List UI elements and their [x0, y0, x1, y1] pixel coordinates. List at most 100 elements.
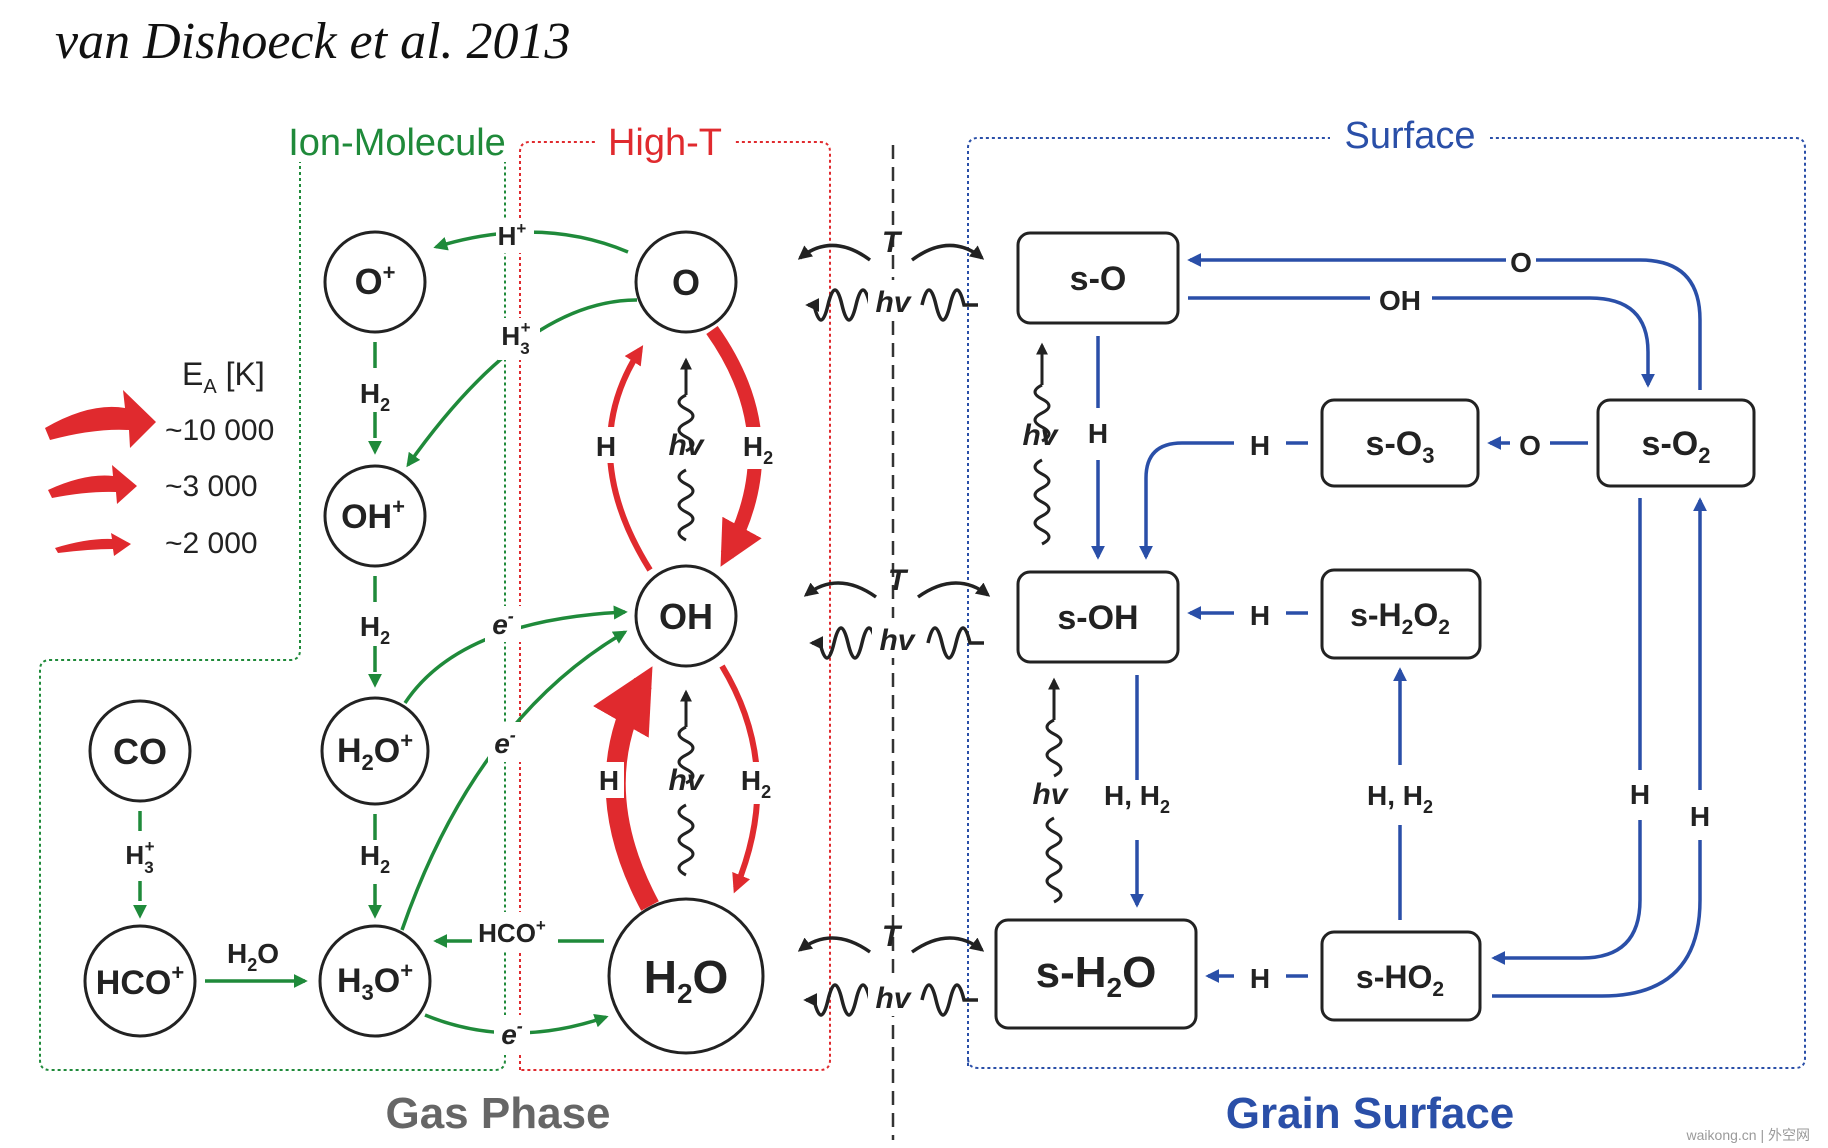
oh-plus-node [323, 464, 427, 568]
arrow-s-o3-to-s-oh [1139, 441, 1234, 560]
s-o-label: s-O [1070, 260, 1127, 298]
adsorb-h2o-arrow-right [910, 936, 985, 954]
oh-label-s-o-to-s-o2: OH [1379, 285, 1421, 316]
legend-title: EA [K] [182, 356, 265, 398]
arrow-s-o2-to-s-o [1190, 260, 1702, 390]
desorb-oh-wave-right [926, 626, 984, 660]
legend-entry-10000: ~10 000 [165, 414, 274, 447]
t-label-o: T [882, 226, 903, 259]
h2-label-high-t-1: H2 [743, 431, 773, 468]
h-h2-label-s-oh-to-s-h2o: H, H2 [1104, 780, 1170, 817]
s-h2o2-label: s-H2O2 [1350, 597, 1450, 639]
s-o3-node [1320, 398, 1480, 488]
legend-entry-2000: ~2 000 [165, 527, 258, 560]
adsorb-oh-arrow-left [803, 581, 878, 599]
adsorb-o-arrow-right [910, 243, 985, 262]
s-ho2-node [1320, 930, 1482, 1022]
s-o-node [1016, 231, 1180, 325]
s-o3-label: s-O3 [1366, 425, 1435, 468]
photon-wave-2a [677, 725, 695, 785]
hco-plus-reactant-label: HCO+ [478, 916, 546, 948]
hv-label-o: hv [875, 286, 912, 319]
h-label-s-ho2-to-s-o2: H [1690, 801, 1710, 832]
gas-phase-label: Gas Phase [385, 1089, 610, 1138]
legend-arrow-medium [48, 465, 137, 504]
high-t-region [519, 141, 831, 1071]
h2-label-1: H2 [360, 378, 390, 415]
arrow-s-o2-to-s-ho2 [1494, 498, 1642, 958]
adsorb-o-arrow-left [797, 243, 872, 262]
oh-plus-label: OH+ [341, 494, 405, 536]
surface-label: Surface [1345, 115, 1476, 157]
t-label-h2o: T [882, 920, 903, 953]
surface-photon-wave-1b [1033, 458, 1051, 546]
o-node [634, 230, 738, 334]
t-label-oh: T [888, 564, 909, 597]
e-minus-label-2: e- [494, 725, 516, 759]
s-h2o-node [994, 918, 1198, 1030]
h-label-s-o3-to-s-oh: H [1250, 430, 1270, 461]
h2o-plus-label: H2O+ [337, 728, 413, 775]
surface-photon-wave-2b [1045, 816, 1063, 904]
adsorb-h2o-arrow-left [797, 936, 872, 954]
s-oh-label: s-OH [1057, 599, 1138, 637]
co-node [88, 699, 192, 803]
hco-plus-node [83, 924, 197, 1038]
hv-label-gas-2: hv [668, 764, 705, 797]
h3o-plus-label: H3O+ [337, 958, 413, 1005]
photon-wave-1a [677, 393, 695, 453]
hv-label-oh: hv [879, 624, 916, 657]
arrow-s-ho2-to-s-o2 [1492, 500, 1700, 998]
h2o-label: H2O [644, 951, 729, 1009]
s-h2o2-node [1320, 568, 1482, 660]
h3o-plus-node [318, 924, 432, 1038]
desorb-o-wave-left [805, 288, 872, 322]
high-t-label: High-T [608, 122, 722, 164]
h-label-s-o-to-s-oh: H [1088, 418, 1108, 449]
o-plus-label: O+ [355, 260, 396, 302]
legend-arrow-large [45, 390, 156, 448]
photon-wave-2b [677, 803, 695, 877]
oh-node [634, 564, 738, 668]
h2o-plus-node [320, 696, 430, 806]
h2-label-2: H2 [360, 611, 390, 648]
e-minus-label-1: e- [492, 606, 514, 640]
s-h2o-label: s-H2O [1036, 948, 1157, 1003]
h2-label-high-t-2: H2 [741, 765, 771, 802]
h-plus-label: H+ [498, 219, 527, 251]
surface-photon-wave-2a [1045, 718, 1063, 778]
surface-photon-wave-1a [1033, 383, 1051, 443]
arrow-h3oplus-to-oh [400, 630, 628, 931]
o-label-s-o2-to-s-o: O [1510, 247, 1532, 278]
photon-wave-1b [677, 468, 695, 542]
co-label: CO [113, 731, 167, 772]
h2-label-3: H2 [360, 840, 390, 877]
h2o-reactant-label: H2O [227, 938, 279, 975]
legend-entry-3000: ~3 000 [165, 470, 258, 503]
h-label-s-h2o2-to-s-oh: H [1250, 600, 1270, 631]
citation: van Dishoeck et al. 2013 [55, 13, 571, 70]
h-h2-label-s-ho2-to-s-h2o2: H, H2 [1367, 780, 1433, 817]
h3-plus-label-1: H3+ [501, 318, 530, 358]
watermark: waikong.cn | 外空网 [1686, 1127, 1810, 1143]
o-label: O [672, 262, 700, 303]
o-label-s-o2-to-s-o3: O [1519, 430, 1541, 461]
hv-label-surface-2: hv [1032, 778, 1069, 811]
desorb-oh-wave-left [809, 626, 878, 660]
ion-molecule-label: Ion-Molecule [288, 122, 506, 164]
legend-arrow-small [55, 533, 131, 556]
h-label-s-o2-to-s-ho2: H [1630, 779, 1650, 810]
s-ho2-label: s-HO2 [1356, 959, 1444, 1001]
hco-plus-label: HCO+ [96, 960, 184, 1002]
h2o-node [607, 897, 765, 1055]
oh-label: OH [659, 596, 713, 637]
h-label-s-ho2-to-s-h2o: H [1250, 963, 1270, 994]
e-minus-label-3: e- [501, 1016, 523, 1050]
h-label-high-t-2: H [599, 765, 619, 796]
s-o2-label: s-O2 [1642, 425, 1711, 468]
desorb-h2o-wave-right [920, 983, 978, 1017]
adsorb-oh-arrow-right [916, 581, 991, 599]
arrow-o-to-oplus [433, 230, 629, 254]
o-plus-node [323, 230, 427, 334]
